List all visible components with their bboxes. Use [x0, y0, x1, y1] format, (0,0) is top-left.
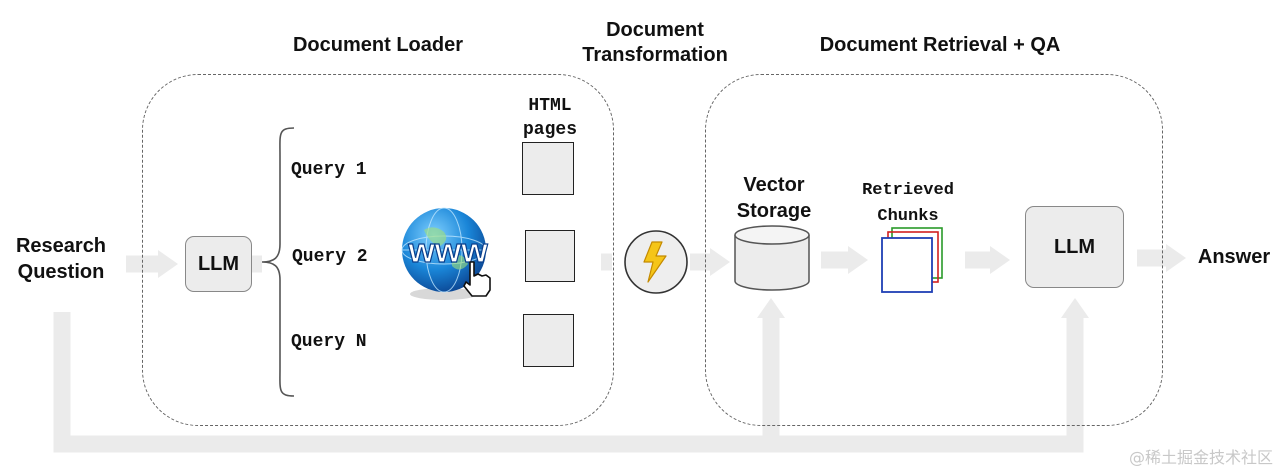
lightning-icon [624, 230, 688, 294]
arrowhead-chunks-llm [990, 246, 1010, 274]
feedback-path [53, 312, 1084, 453]
llm-box-right: LLM [1025, 206, 1124, 288]
title-document-transformation: Document Transformation [582, 19, 728, 66]
query-item-n: Query N [291, 332, 367, 352]
svg-text:www: www [407, 232, 488, 270]
html-pages-label: HTML pages [522, 96, 577, 140]
html-page-2 [525, 230, 575, 282]
database-cylinder-icon [734, 225, 810, 291]
arrowhead-research-llm [158, 250, 178, 278]
hand-cursor-icon [463, 261, 491, 297]
llm-right-label: LLM [1053, 235, 1096, 258]
document-loader-region [142, 74, 614, 426]
retrieved-chunks-label: Retrieved Chunks [862, 181, 954, 226]
answer-label: Answer [1197, 246, 1271, 268]
watermark: @稀土掘金技术社区 [1128, 448, 1273, 467]
arrowhead-llm-answer [1166, 244, 1186, 272]
arrowhead-up-vector [757, 298, 785, 318]
retrieved-chunks-icon [881, 227, 943, 293]
query-item-2: Query 2 [292, 247, 368, 267]
arrowhead-up-llm [1061, 298, 1089, 318]
title-document-loader: Document Loader [292, 34, 464, 56]
research-question-label: Research Question [15, 235, 107, 283]
globe-www-icon: www [401, 207, 491, 300]
query-item-1: Query 1 [291, 160, 367, 180]
document-retrieval-region [705, 74, 1163, 426]
html-page-3 [523, 314, 574, 367]
html-page-1 [522, 142, 574, 195]
vector-storage-label: Vector Storage [736, 174, 812, 222]
title-document-retrieval-qa: Document Retrieval + QA [819, 34, 1061, 56]
arrowhead-vector-chunks [848, 246, 868, 274]
llm-left-label: LLM [197, 252, 240, 275]
query-brace [261, 127, 295, 397]
llm-box-left: LLM [185, 236, 252, 292]
arrowhead-transform-vector [710, 248, 730, 276]
